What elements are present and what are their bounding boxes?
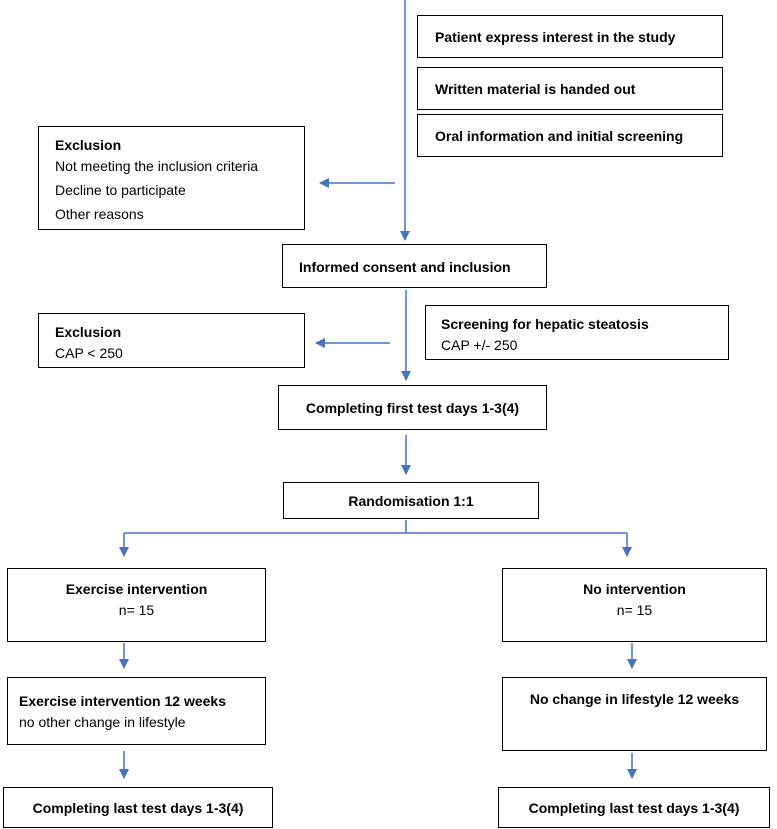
first-test-title: Completing first test days 1-3(4) <box>305 400 520 416</box>
control-12w-box: No change in lifestyle 12 weeks <box>502 677 767 751</box>
last-test-control-box: Completing last test days 1-3(4) <box>498 787 770 828</box>
last-test-exercise-title: Completing last test days 1-3(4) <box>32 800 244 816</box>
randomisation-box: Randomisation 1:1 <box>283 482 539 519</box>
exercise-12w-box: Exercise intervention 12 weeks no other … <box>7 677 266 745</box>
hepatic-screening-title: Screening for hepatic steatosis <box>441 316 649 332</box>
last-test-exercise-box: Completing last test days 1-3(4) <box>3 787 273 828</box>
informed-consent-title: Informed consent and inclusion <box>299 259 511 275</box>
informed-consent-box: Informed consent and inclusion <box>282 244 547 288</box>
control-arm-box: No intervention n= 15 <box>502 568 767 642</box>
exclusion-1-title: Exclusion <box>55 137 122 153</box>
oral-information-title: Oral information and initial screening <box>435 128 684 144</box>
exercise-12w-title: Exercise intervention 12 weeks <box>19 693 226 709</box>
last-test-control-title: Completing last test days 1-3(4) <box>528 800 740 816</box>
interest-title: Patient express interest in the study <box>435 29 676 45</box>
hepatic-screening-criterion: CAP +/- 250 <box>441 337 518 353</box>
exclusion-box-1: Exclusion Not meeting the inclusion crit… <box>38 126 305 230</box>
control-12w-title: No change in lifestyle 12 weeks <box>529 691 740 707</box>
exclusion-1-reason: Not meeting the inclusion criteria <box>55 158 259 174</box>
exclusion-1-reason: Other reasons <box>55 206 144 222</box>
exclusion-2-criterion: CAP < 250 <box>55 345 123 361</box>
exclusion-box-2: Exclusion CAP < 250 <box>38 313 305 368</box>
oral-information-box: Oral information and initial screening <box>417 114 723 157</box>
exclusion-2-title: Exclusion <box>55 324 122 340</box>
exercise-arm-box: Exercise intervention n= 15 <box>7 568 266 642</box>
first-test-box: Completing first test days 1-3(4) <box>278 385 547 430</box>
control-arm-n: n= 15 <box>616 602 653 618</box>
control-arm-title: No intervention <box>583 581 686 597</box>
written-material-box: Written material is handed out <box>417 67 723 110</box>
written-material-title: Written material is handed out <box>435 81 636 97</box>
exercise-arm-n: n= 15 <box>118 602 155 618</box>
exclusion-1-reason: Decline to participate <box>55 182 186 198</box>
exercise-12w-note: no other change in lifestyle <box>19 714 186 730</box>
exercise-arm-title: Exercise intervention <box>65 581 208 597</box>
hepatic-screening-box: Screening for hepatic steatosis CAP +/- … <box>425 305 729 360</box>
interest-box: Patient express interest in the study <box>417 15 723 58</box>
randomisation-title: Randomisation 1:1 <box>348 493 474 509</box>
